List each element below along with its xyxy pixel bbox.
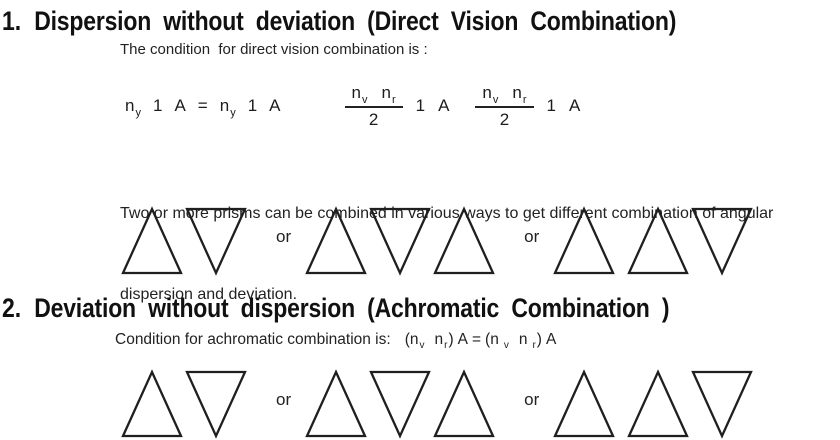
- prism-diagram-row-2: or or: [120, 369, 754, 439]
- formula-term: A: [438, 96, 450, 115]
- section1-heading: 1. Dispersion without deviation (Direct …: [2, 5, 676, 37]
- formula-lhs: ny 1 A = ny 1 A: [125, 96, 281, 119]
- or-label: or: [524, 227, 540, 246]
- prism-group: [552, 369, 754, 439]
- prism-up-icon: [305, 206, 367, 275]
- prism-down-icon: [369, 370, 431, 439]
- formula-term: A: [569, 96, 581, 115]
- prism-up-icon: [433, 206, 495, 275]
- prism-up-icon: [627, 369, 690, 438]
- prism-up-icon: [121, 369, 183, 438]
- n-sub-v-term: nv: [351, 82, 368, 106]
- prism-up-icon: [433, 369, 495, 438]
- n-sub-y-term: ny: [125, 96, 141, 119]
- prism-up-icon: [553, 206, 616, 275]
- section2-title: Deviation without dispersion (Achromatic…: [34, 292, 670, 323]
- formula-term: 1: [546, 96, 556, 115]
- section2-heading: 2. Deviation without dispersion (Achroma…: [2, 292, 670, 324]
- n-sub-r-term: nr: [512, 82, 527, 106]
- prism-down-icon: [691, 207, 754, 276]
- achromatic-condition-text: Condition for achromatic combination is:: [115, 331, 391, 348]
- formula-term: 1: [247, 96, 258, 115]
- prism-down-icon: [185, 370, 247, 439]
- prism-down-icon: [185, 207, 247, 276]
- direct-vision-condition-text: The condition for direct vision combinat…: [120, 41, 428, 58]
- prism-group: [552, 206, 754, 276]
- n-sub-y-term: ny: [219, 96, 236, 119]
- formula-term: 1: [152, 96, 163, 115]
- prism-group: [120, 206, 248, 276]
- or-label: or: [524, 390, 540, 409]
- prism-down-icon: [691, 370, 754, 439]
- prism-down-icon: [369, 207, 431, 276]
- or-label: or: [276, 227, 292, 246]
- prism-up-icon: [121, 206, 183, 275]
- prism-group: [304, 369, 496, 439]
- prism-up-icon: [553, 369, 616, 438]
- prism-up-icon: [627, 206, 690, 275]
- equals-sign: =: [197, 96, 208, 115]
- prism-diagram-row-1: or or: [120, 206, 754, 276]
- or-label: or: [276, 390, 292, 409]
- section2-number: 2.: [2, 292, 22, 323]
- section1-number: 1.: [2, 5, 22, 36]
- prism-group: [120, 369, 248, 439]
- prism-up-icon: [305, 369, 367, 438]
- fraction-denominator: 2: [499, 109, 510, 129]
- achromatic-condition-line: Condition for achromatic combination is:…: [115, 331, 557, 351]
- formula-term: A: [174, 96, 186, 115]
- section1-title: Dispersion without deviation (Direct Vis…: [34, 5, 677, 36]
- prism-group: [304, 206, 496, 276]
- prisms-paragraph-line2: dispersion and deviation.: [120, 286, 298, 303]
- formula-term: A: [269, 96, 281, 115]
- fraction-denominator: 2: [368, 109, 379, 129]
- n-sub-r-term: nr: [381, 82, 396, 106]
- formula-term: 1: [415, 96, 426, 115]
- n-sub-v-term: nv: [482, 82, 499, 106]
